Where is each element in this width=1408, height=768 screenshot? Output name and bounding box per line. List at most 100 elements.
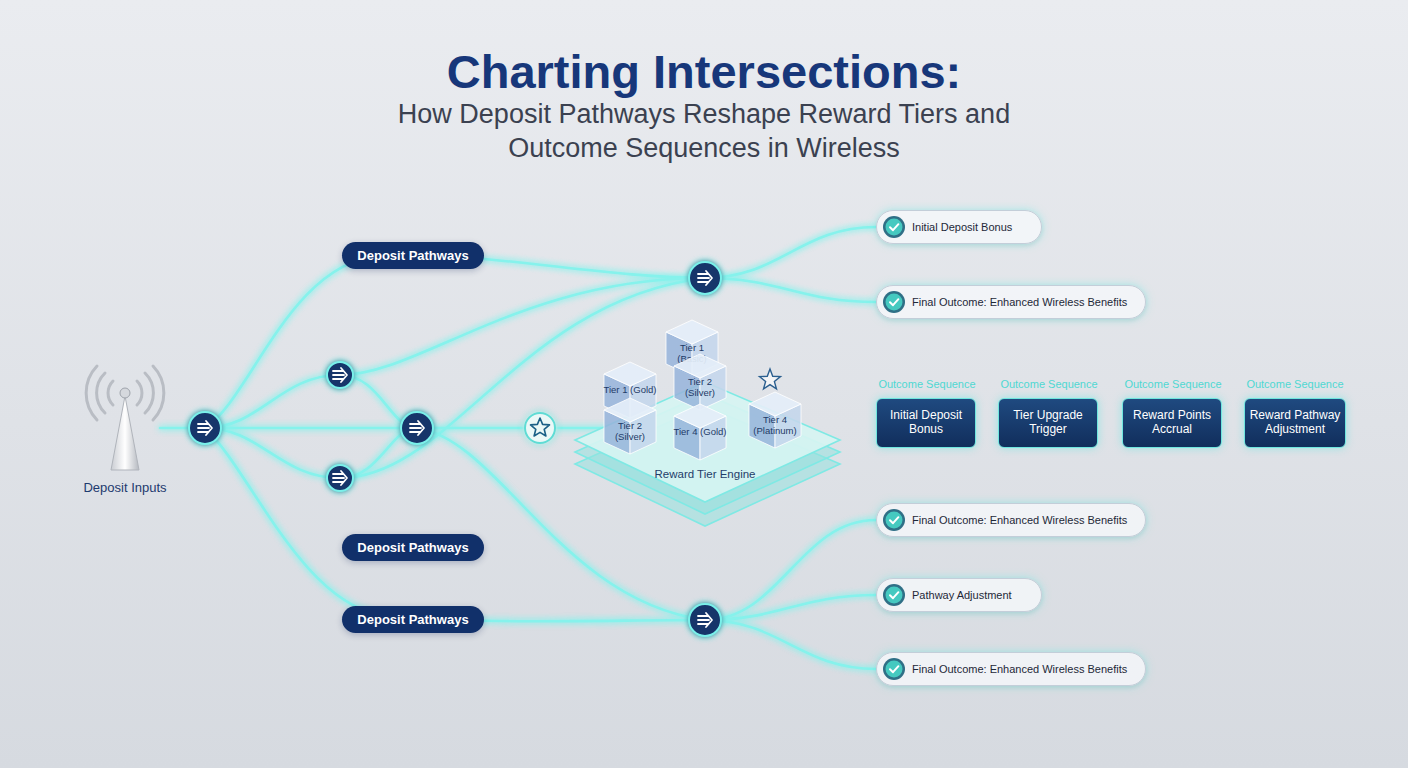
check-ring — [883, 509, 905, 531]
check-ring — [883, 216, 905, 238]
icon-caption: Deposit Inputs — [65, 480, 185, 495]
arrow-icon — [698, 613, 712, 627]
node-label: Tier 2 (Silver) — [673, 377, 727, 399]
star-icon — [531, 418, 550, 436]
pathway-pill: Deposit Pathways — [342, 242, 484, 269]
check-icon — [882, 508, 906, 532]
sequence-heading: Outcome Sequence — [857, 378, 997, 391]
node-label: Reward Points Accrual — [1127, 409, 1217, 437]
wire — [205, 255, 705, 428]
wire — [705, 595, 876, 620]
arrow-icon — [698, 271, 712, 285]
junction-group — [189, 262, 721, 636]
sequence-heading: Outcome Sequence — [979, 378, 1119, 391]
cube-face — [666, 320, 718, 344]
sequence-box: Outcome SequenceReward Points Accrual — [1122, 398, 1222, 448]
wire — [417, 427, 540, 430]
pathway-pill: Deposit Pathways — [342, 534, 484, 561]
outcome-pill: Pathway Adjustment — [876, 578, 1042, 612]
junction-node — [525, 413, 555, 443]
junction-node — [401, 412, 433, 444]
node-label: Final Outcome: Enhanced Wireless Benefit… — [912, 663, 1127, 675]
check-mark — [890, 666, 898, 672]
check-ring — [883, 584, 905, 606]
sequence-box: Outcome SequenceReward Pathway Adjustmen… — [1244, 398, 1346, 448]
check-icon — [882, 583, 906, 607]
arrow-icon — [198, 421, 212, 435]
check-icon — [882, 290, 906, 314]
subtitle: How Deposit Pathways Reshape Reward Tier… — [389, 97, 1019, 165]
connector-arrow — [976, 422, 998, 425]
node-label: Reward Pathway Adjustment — [1249, 409, 1341, 437]
node-label: Tier 4 (Platinum) — [748, 415, 802, 437]
node-label: Tier 4 (Gold) — [673, 427, 727, 438]
sequence-heading: Outcome Sequence — [1225, 378, 1365, 391]
check-disc — [886, 512, 903, 529]
node-label: Initial Deposit Bonus — [881, 409, 971, 437]
tier-cube: Tier 4 (Platinum) — [747, 390, 803, 450]
wire — [705, 227, 876, 278]
check-ring — [883, 291, 905, 313]
junction-node — [689, 262, 721, 294]
check-disc — [886, 219, 903, 236]
sequence-box: Outcome SequenceInitial Deposit Bonus — [876, 398, 976, 448]
arrow-icon — [333, 471, 347, 485]
node-label: Final Outcome: Enhanced Wireless Benefit… — [912, 296, 1127, 308]
check-disc — [886, 587, 903, 604]
sequence-box: Outcome SequenceTier Upgrade Trigger — [998, 398, 1098, 448]
outcome-pill: Initial Deposit Bonus — [876, 210, 1042, 244]
star-icon — [760, 369, 781, 389]
junction-node — [327, 465, 353, 491]
wire — [705, 620, 876, 669]
check-mark — [890, 517, 898, 523]
wire-group — [160, 227, 876, 669]
arrow-icon — [410, 421, 424, 435]
cube-face — [674, 354, 726, 378]
cube-face — [604, 362, 656, 386]
junction-node — [689, 604, 721, 636]
outcome-pill: Final Outcome: Enhanced Wireless Benefit… — [876, 652, 1146, 686]
connector-arrow — [1098, 422, 1122, 425]
junction-node — [189, 412, 221, 444]
node-label: Deposit Pathways — [357, 612, 468, 627]
check-mark — [890, 299, 898, 305]
node-label: Final Outcome: Enhanced Wireless Benefit… — [912, 514, 1127, 526]
node-label: Tier Upgrade Trigger — [1003, 409, 1093, 437]
connector-line — [855, 422, 876, 425]
wire — [205, 427, 417, 430]
connector-arrow — [1222, 422, 1244, 425]
check-icon — [882, 657, 906, 681]
antenna-mast — [111, 396, 139, 470]
node-label: Reward Tier Engine — [555, 468, 855, 480]
tier-cube: Tier 4 (Gold) — [672, 402, 728, 462]
wire — [205, 375, 340, 428]
signal-waves — [86, 366, 164, 420]
pathway-pill: Deposit Pathways — [342, 606, 484, 633]
cube-face — [674, 404, 726, 428]
wire — [705, 520, 876, 620]
node-label: Tier 1 (Gold) — [603, 385, 657, 396]
wire — [340, 278, 705, 375]
wire — [705, 278, 876, 302]
check-ring — [883, 658, 905, 680]
tier-cube: Tier 2 (Silver) — [602, 396, 658, 456]
outcome-pill: Final Outcome: Enhanced Wireless Benefit… — [876, 503, 1146, 537]
junction-node — [327, 362, 353, 388]
cube-face — [749, 392, 801, 416]
check-icon — [882, 215, 906, 239]
engine-platform: Reward Tier EngineTier 1 (Basic)Tier 1 (… — [555, 312, 855, 552]
node-label: Tier 2 (Silver) — [603, 421, 657, 443]
antenna-icon — [86, 366, 164, 470]
check-disc — [886, 661, 903, 678]
node-label: Deposit Pathways — [357, 540, 468, 555]
check-mark — [890, 224, 898, 230]
node-label: Initial Deposit Bonus — [912, 221, 1012, 233]
cube-face — [604, 398, 656, 422]
node-label: Deposit Pathways — [357, 248, 468, 263]
tier-cube: Tier 2 (Silver) — [672, 352, 728, 412]
outcome-pill: Final Outcome: Enhanced Wireless Benefit… — [876, 285, 1146, 319]
antenna-tip — [120, 388, 130, 398]
check-disc — [886, 294, 903, 311]
diagram-title: Charting Intersections: — [0, 44, 1408, 100]
